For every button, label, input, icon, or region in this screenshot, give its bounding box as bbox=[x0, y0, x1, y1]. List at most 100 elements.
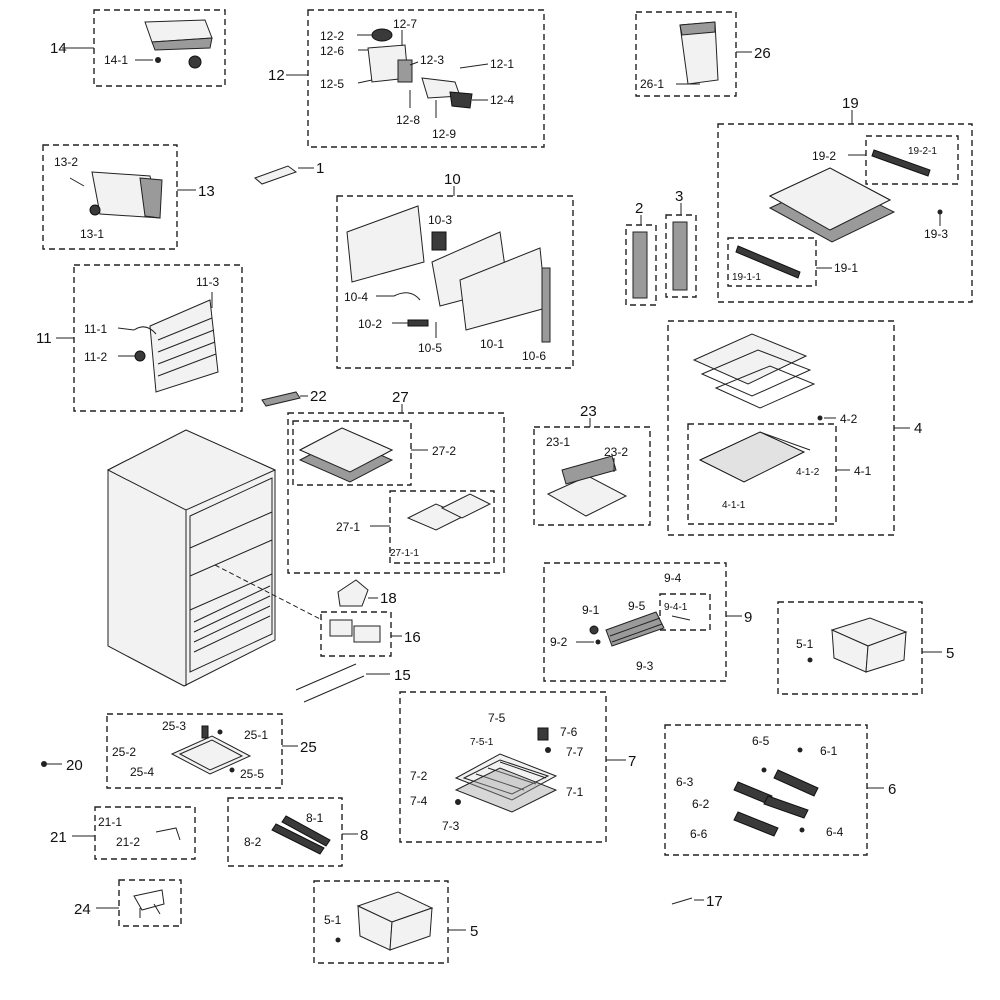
part-15-rail-a bbox=[295, 663, 357, 691]
label-19-3: 19-3 bbox=[924, 227, 948, 241]
label-12-8: 12-8 bbox=[396, 113, 420, 127]
label-14: 14 bbox=[50, 40, 67, 57]
group-9-ice-maker-assembly: 9 9-1 9-2 9-3 9-4 9-4-1 9-5 bbox=[543, 562, 752, 682]
cabinet-leader bbox=[214, 564, 323, 621]
part-27-2-top-overlay bbox=[298, 427, 394, 473]
part-18-shape bbox=[337, 579, 369, 607]
label-6-5: 6-5 bbox=[752, 734, 770, 748]
cabinet-shelves bbox=[189, 511, 273, 611]
label-23: 23 bbox=[580, 403, 597, 420]
group-19-1-box bbox=[727, 237, 817, 287]
part-15-rail-b bbox=[303, 675, 365, 703]
group-4-1-box bbox=[687, 423, 837, 525]
part-17-shape bbox=[671, 897, 693, 905]
part-23-1 bbox=[561, 455, 617, 485]
label-9: 9 bbox=[744, 609, 752, 626]
part-7-5-wire bbox=[462, 759, 550, 795]
label-4-2: 4-2 bbox=[840, 412, 858, 426]
group-5-box-lower bbox=[313, 880, 449, 964]
part-16-b bbox=[353, 625, 381, 643]
part-2-rail bbox=[632, 231, 648, 299]
label-10-6: 10-6 bbox=[522, 349, 546, 363]
label-4-1-1: 4-1-1 bbox=[722, 500, 746, 511]
part-25-5 bbox=[229, 767, 235, 773]
part-7-1-frame bbox=[454, 767, 558, 813]
label-6-2: 6-2 bbox=[692, 797, 710, 811]
part-6-5 bbox=[761, 767, 767, 773]
label-24: 24 bbox=[74, 901, 91, 918]
label-19: 19 bbox=[842, 95, 859, 112]
label-9-3: 9-3 bbox=[636, 659, 654, 673]
group-16: 16 bbox=[320, 611, 421, 657]
part-6-slide-a bbox=[773, 769, 819, 797]
group-27-pantry: 27 27-2 27-1 27-1-1 bbox=[287, 389, 505, 574]
label-19-2-1: 19-2-1 bbox=[908, 146, 937, 157]
label-9-2: 9-2 bbox=[550, 635, 568, 649]
part-24-bracket bbox=[133, 889, 165, 918]
ice-bucket-lid bbox=[679, 21, 716, 36]
label-20: 20 bbox=[66, 757, 83, 774]
label-5-1-lower: 5-1 bbox=[324, 913, 342, 927]
group-7-box bbox=[399, 691, 607, 843]
part-10-cover-a bbox=[346, 205, 425, 283]
label-21-2: 21-2 bbox=[116, 835, 140, 849]
shelf-glass-top bbox=[768, 167, 892, 231]
label-25: 25 bbox=[300, 739, 317, 756]
group-27-box bbox=[287, 412, 505, 574]
label-7-2: 7-2 bbox=[410, 769, 428, 783]
group-27-1-box bbox=[389, 490, 495, 564]
part-1: 1 bbox=[254, 160, 324, 185]
part-6-1 bbox=[797, 747, 803, 753]
part-7-4 bbox=[455, 799, 461, 805]
label-6-1: 6-1 bbox=[820, 744, 838, 758]
label-9-4: 9-4 bbox=[664, 571, 682, 585]
label-6-3: 6-3 bbox=[676, 775, 694, 789]
group-10-box bbox=[336, 195, 574, 369]
label-7-1: 7-1 bbox=[566, 785, 584, 799]
part-17: 17 bbox=[671, 893, 723, 910]
part-19-2-1 bbox=[871, 149, 931, 177]
label-8-1: 8-1 bbox=[306, 811, 324, 825]
part-5-1-lower bbox=[335, 937, 341, 943]
ice-maker-harness bbox=[188, 55, 202, 69]
label-26: 26 bbox=[754, 45, 771, 62]
group-21: 21 21-1 21-2 bbox=[50, 806, 196, 860]
part-2: 2 bbox=[625, 200, 657, 306]
group-26-box bbox=[635, 11, 737, 97]
part-13-1 bbox=[89, 204, 101, 216]
part-5-1-upper bbox=[807, 657, 813, 663]
label-12-7: 12-7 bbox=[393, 17, 417, 31]
label-12-6: 12-6 bbox=[320, 44, 344, 58]
group-25-box bbox=[106, 713, 283, 789]
label-6: 6 bbox=[888, 781, 896, 798]
label-6-6: 6-6 bbox=[690, 827, 708, 841]
part-25-4-inner bbox=[178, 739, 244, 771]
label-10-3: 10-3 bbox=[428, 213, 452, 227]
label-18: 18 bbox=[380, 590, 397, 607]
part-1-shape bbox=[254, 165, 298, 185]
group-19-shelf: 19 19-2 19-2-1 19-3 19-1 19-1-1 bbox=[717, 95, 973, 303]
part-27-1-b bbox=[440, 493, 492, 519]
group-13-ice-tray: 13 13-2 13-1 bbox=[42, 144, 215, 250]
label-21-1: 21-1 bbox=[98, 815, 122, 829]
shelf-4-frame-1 bbox=[700, 349, 812, 397]
part-13-2 bbox=[69, 177, 85, 187]
label-7-5-1: 7-5-1 bbox=[470, 737, 494, 748]
part-12-3 bbox=[397, 59, 413, 83]
part-19-3 bbox=[937, 209, 943, 215]
label-1: 1 bbox=[316, 160, 324, 177]
group-23-tray: 23 23-1 23-2 bbox=[533, 403, 651, 526]
label-11-2: 11-2 bbox=[84, 350, 107, 364]
group-19-box bbox=[717, 123, 973, 303]
part-25-4 bbox=[170, 735, 252, 775]
label-19-1-1: 19-1-1 bbox=[732, 272, 761, 283]
label-4-1: 4-1 bbox=[854, 464, 872, 478]
shelf-4-frame-2 bbox=[714, 365, 816, 409]
label-27-1: 27-1 bbox=[336, 520, 360, 534]
cabinet-top bbox=[106, 429, 277, 511]
group-11-evaporator: 11 11-1 11-2 11-3 bbox=[36, 264, 243, 412]
group-23-box bbox=[533, 426, 651, 526]
part-10-6 bbox=[541, 267, 551, 343]
label-19-1: 19-1 bbox=[834, 261, 858, 275]
label-15: 15 bbox=[394, 667, 411, 684]
